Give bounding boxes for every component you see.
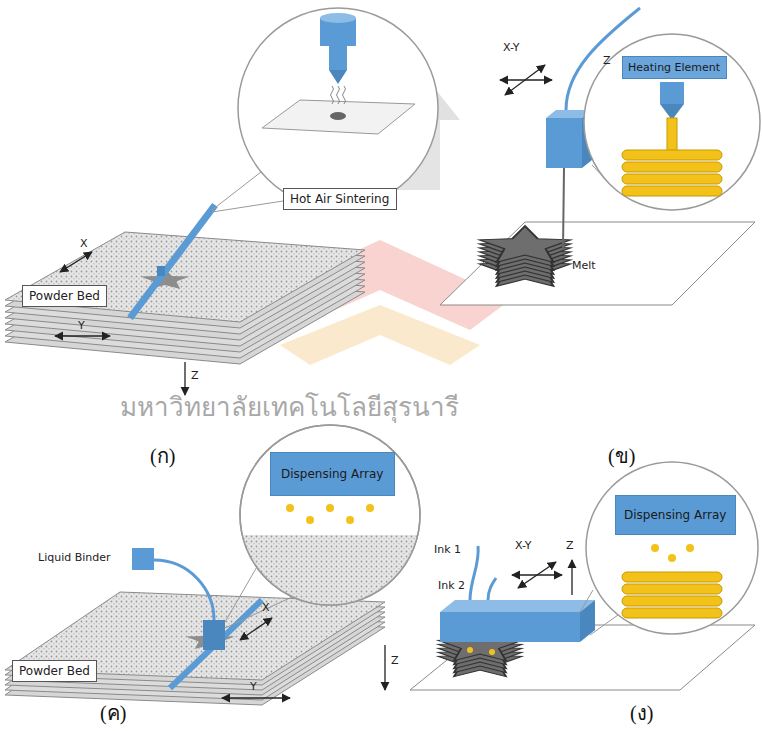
panel-caption: (ง) (630, 702, 653, 725)
callout-c (225, 425, 420, 628)
callout-label-box: Powder Bed (22, 285, 107, 307)
node-text: Hot Air Sintering (290, 192, 390, 206)
node-text: Dispensing Array (281, 467, 384, 481)
panel-caption: (ก) (150, 445, 175, 468)
print-arm-a (130, 205, 215, 318)
callout-label-box: Hot Air Sintering (283, 188, 397, 210)
axis-arrows-d (512, 560, 572, 595)
component-label: Liquid Binder (38, 552, 111, 565)
axis-arrows-a (55, 252, 185, 395)
axis-label: X-Y (503, 42, 519, 55)
axis-label: Y (78, 320, 85, 333)
dispensing-array-block: Dispensing Array (615, 495, 736, 535)
printed-part-b (479, 226, 570, 286)
panel-caption: (ค) (100, 702, 126, 725)
axis-label: X (80, 238, 88, 251)
callout-b (584, 34, 760, 210)
node-text: Powder Bed (19, 664, 90, 678)
node-text: Dispensing Array (624, 508, 727, 522)
axis-label: X-Y (515, 540, 531, 553)
powder-bed-c (5, 592, 385, 705)
axis-label: Z (191, 370, 199, 383)
dispensing-array-block: Dispensing Array (270, 452, 395, 496)
callout-d (580, 462, 758, 635)
node-text: Powder Bed (29, 289, 100, 303)
axis-label: X (262, 602, 270, 615)
binder-head-c (132, 548, 262, 688)
panel-caption: (ข) (608, 445, 635, 468)
build-platform-b (440, 222, 755, 305)
axis-label: Z (391, 655, 399, 668)
watermark: มหาวิทยาลัยเทคโนโลยีสุรนารี (120, 393, 459, 423)
axis-label: Z (603, 55, 611, 68)
ink-label: Ink 1 (434, 544, 461, 557)
material-label: Melt (572, 260, 596, 273)
powder-bed-a (5, 232, 365, 364)
axis-arrows-c (222, 618, 385, 698)
callout-a (212, 8, 438, 212)
callout-label-box: Powder Bed (12, 660, 97, 682)
node-text: Heating Element (628, 61, 721, 74)
ink-label: Ink 2 (438, 580, 465, 593)
heating-element-block: Heating Element (622, 56, 727, 79)
jetting-head-d (440, 546, 595, 655)
axis-label: Y (250, 681, 257, 694)
axis-label: Z (566, 540, 574, 553)
